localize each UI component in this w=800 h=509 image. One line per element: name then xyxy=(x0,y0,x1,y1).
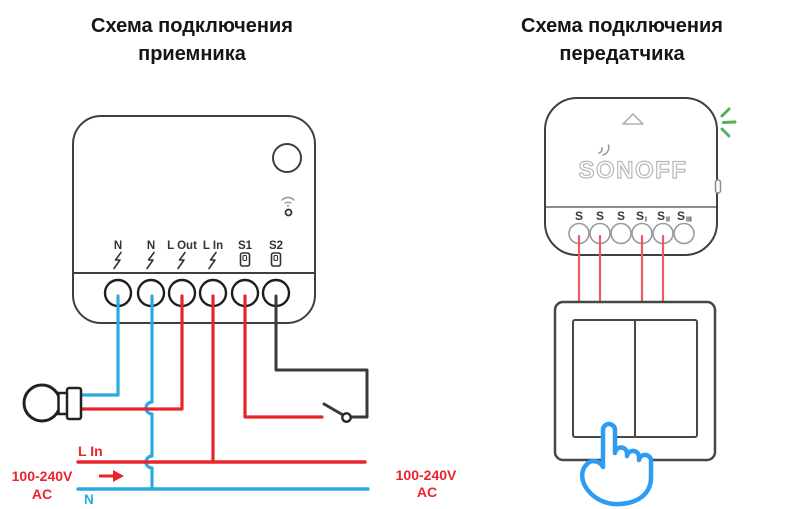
transmitter-title-line1: Схема подключения xyxy=(521,15,723,37)
led-blink-icon xyxy=(720,107,737,138)
terminal-label-s1: S xyxy=(636,209,644,223)
neutral-label: N xyxy=(84,492,94,507)
wifi-icon xyxy=(281,196,295,207)
terminal-hole xyxy=(673,222,695,245)
terminal-label-s: S xyxy=(596,209,604,223)
power-left-voltage: 100-240V xyxy=(12,468,73,484)
receiver-diagram: N N L Out L In S1 S2 xyxy=(12,115,457,507)
triangle-icon xyxy=(622,113,644,125)
side-button xyxy=(714,179,722,194)
terminal-label-s1: S1 xyxy=(238,240,253,252)
transmitter-device-body xyxy=(544,97,718,256)
wire-s1-to-switch xyxy=(243,294,324,419)
pairing-button xyxy=(272,143,302,173)
terminal-label-s2-sub: II xyxy=(666,217,670,224)
switch-contact-icon xyxy=(322,402,352,423)
terminal-label-s: S xyxy=(575,209,583,223)
transmitter-title-line2: передатчика xyxy=(559,43,685,66)
signal-waves-icon xyxy=(598,144,610,156)
contact-icon xyxy=(270,252,282,267)
terminal-label-n1: N xyxy=(114,240,122,252)
power-right-ac: AC xyxy=(417,484,437,500)
terminal-label-s2: S xyxy=(657,209,665,223)
light-bulb-icon xyxy=(22,383,83,423)
wire-neutral-to-bulb xyxy=(80,294,120,397)
terminal-hole xyxy=(610,222,632,245)
lightning-icon xyxy=(208,251,217,270)
terminal-label-s3-sub: III xyxy=(686,217,692,224)
wall-switch xyxy=(553,300,717,462)
receiver-title-line1: Схема подключения xyxy=(91,15,293,37)
power-right-voltage: 100-240V xyxy=(396,467,457,483)
wire-s2-to-switch xyxy=(274,294,369,419)
terminal-label-s1-sub: I xyxy=(645,217,647,224)
terminal-label-s: S xyxy=(617,209,625,223)
receiver-device-body xyxy=(72,115,316,324)
terminal-label-lin: L In xyxy=(203,240,223,252)
wire-neutral-to-mains xyxy=(144,294,154,491)
sonoff-logo: SONOFF xyxy=(579,157,688,184)
terminal-label-lout: L Out xyxy=(167,240,197,252)
receiver-title: Схема подключения приемника xyxy=(42,12,342,69)
contact-icon xyxy=(239,252,251,267)
hand-touch-icon xyxy=(580,421,654,507)
transmitter-title: Схема подключения передатчика xyxy=(472,12,772,69)
led-indicator-icon xyxy=(284,208,293,217)
transmitter-diagram: SONOFF S S S S I S II S III xyxy=(544,97,737,507)
line-in-label: L In xyxy=(78,443,103,459)
lightning-icon xyxy=(177,251,186,270)
terminal-label-s3: S xyxy=(677,209,685,223)
terminal-label-n2: N xyxy=(147,240,155,252)
power-left-ac: AC xyxy=(32,486,52,502)
wire-lout-to-bulb xyxy=(80,294,184,411)
lightning-icon xyxy=(113,251,122,270)
terminal-label-s2: S2 xyxy=(269,240,283,252)
flow-arrow-icon xyxy=(99,470,124,482)
receiver-title-line2: приемника xyxy=(138,43,246,66)
lightning-icon xyxy=(146,251,155,270)
